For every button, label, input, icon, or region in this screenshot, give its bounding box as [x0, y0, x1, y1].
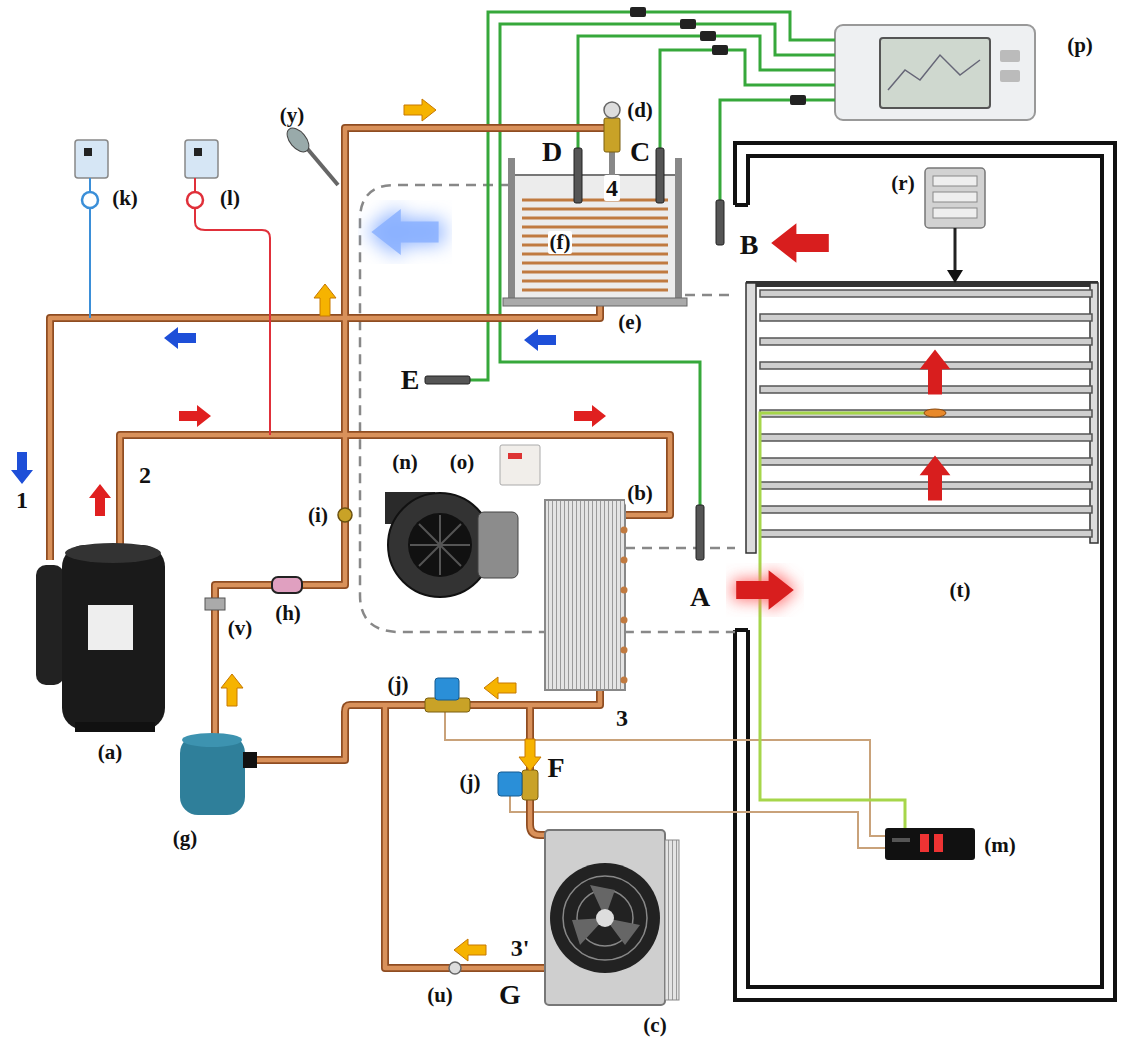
sight-glass	[338, 508, 352, 522]
callout-label: (i)	[306, 504, 330, 527]
state-number: 2	[137, 462, 153, 488]
label-anchor: (j)	[386, 673, 411, 696]
sensor-letter: G	[497, 980, 523, 1010]
load-cell	[925, 168, 985, 283]
callout-label: (u)	[425, 984, 455, 1007]
label-anchor: (v)	[226, 617, 255, 640]
probe	[283, 124, 338, 185]
callout-label: (y)	[278, 104, 307, 127]
tray-rack	[746, 281, 1098, 553]
callout-label: (a)	[96, 741, 125, 764]
label-anchor: (r)	[889, 172, 916, 195]
callout-label: (m)	[982, 834, 1017, 857]
label-anchor: (c)	[641, 1014, 668, 1037]
label-anchor: (o)	[448, 451, 477, 474]
label-anchor: (h)	[273, 602, 303, 625]
flow-arrow	[11, 327, 556, 484]
label-anchor: 2	[137, 462, 153, 488]
sensor-letter: F	[545, 753, 566, 783]
sensor-probe	[425, 148, 724, 560]
callout-label: (b)	[625, 482, 655, 505]
label-anchor: (u)	[425, 984, 455, 1007]
label-anchor: (t)	[948, 579, 973, 602]
label-anchor: (a)	[96, 741, 125, 764]
label-anchor: G	[497, 980, 523, 1010]
controller	[885, 828, 975, 860]
label-anchor: (i)	[306, 504, 330, 527]
label-anchor: (y)	[278, 104, 307, 127]
callout-label: (j)	[458, 771, 483, 794]
label-anchor: E	[399, 365, 422, 395]
callout-label: (g)	[171, 827, 200, 850]
sensor-letter: A	[688, 582, 712, 612]
label-anchor: (p)	[1065, 34, 1095, 57]
check-valve	[449, 962, 461, 974]
state-number: 4	[604, 175, 620, 201]
label-anchor: 1	[14, 487, 30, 513]
wire-connector	[630, 7, 806, 105]
label-anchor: (l)	[218, 187, 242, 210]
outdoor-condenser	[545, 830, 679, 1005]
label-anchor: D	[540, 137, 564, 167]
label-anchor: (d)	[625, 99, 655, 122]
sensor-letter: B	[738, 230, 761, 260]
callout-label: (n)	[390, 451, 420, 474]
sensor-letter: D	[540, 137, 564, 167]
label-anchor: C	[628, 137, 652, 167]
label-anchor: (k)	[110, 187, 140, 210]
callout-label: (l)	[218, 187, 242, 210]
label-anchor: (f)	[548, 231, 573, 254]
callout-label: (t)	[948, 579, 973, 602]
label-anchor: (e)	[616, 311, 643, 334]
service-fitting	[205, 598, 225, 610]
sensor-letter: E	[399, 365, 422, 395]
callout-label: (d)	[625, 99, 655, 122]
flow-arrow	[89, 405, 606, 516]
callout-label: (f)	[548, 231, 573, 254]
callout-label: (v)	[226, 617, 255, 640]
callout-label: (h)	[273, 602, 303, 625]
label-anchor: (m)	[982, 834, 1017, 857]
label-anchor: 4	[604, 175, 620, 201]
receiver	[180, 733, 257, 815]
state-number: 1	[14, 487, 30, 513]
callout-label: (j)	[386, 673, 411, 696]
label-anchor: F	[545, 753, 566, 783]
filter-drier	[272, 577, 302, 593]
callout-label: (o)	[448, 451, 477, 474]
data-logger	[835, 25, 1035, 120]
chamber-wall	[735, 143, 1115, 1000]
flow-arrow	[221, 99, 541, 961]
label-anchor: (n)	[390, 451, 420, 474]
callout-label: (c)	[641, 1014, 668, 1037]
label-anchor: (j)	[458, 771, 483, 794]
callout-label: (p)	[1065, 34, 1095, 57]
condenser-coil	[545, 500, 628, 690]
state-number: 3	[614, 705, 630, 731]
expansion-valve	[604, 102, 620, 175]
state-number: 3'	[509, 935, 532, 961]
label-anchor: (g)	[171, 827, 200, 850]
blower	[385, 445, 540, 597]
callout-label: (k)	[110, 187, 140, 210]
label-anchor: 3'	[509, 935, 532, 961]
control-wire	[445, 413, 925, 848]
air-arrow	[367, 206, 951, 612]
label-anchor: B	[738, 230, 761, 260]
label-anchor: (b)	[625, 482, 655, 505]
sensor-letter: C	[628, 137, 652, 167]
compressor	[36, 543, 165, 732]
temperature-sensor	[924, 409, 946, 417]
label-anchor: 3	[614, 705, 630, 731]
solenoid-valve	[425, 678, 538, 800]
label-anchor: A	[688, 582, 712, 612]
callout-label: (e)	[616, 311, 643, 334]
pressure-switch	[75, 140, 270, 435]
callout-label: (r)	[889, 172, 916, 195]
